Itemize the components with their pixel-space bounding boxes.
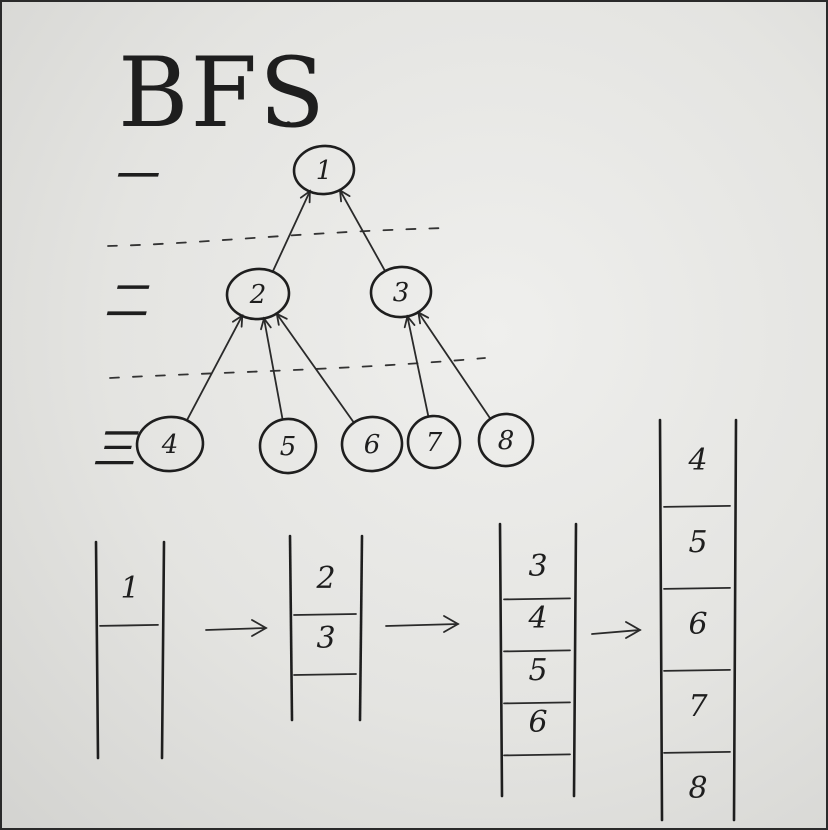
arrow-stage-3-to-4 [591,621,642,639]
level-separators [107,227,486,379]
tree-edge-2-5 [260,316,284,421]
tree-edge-1-3 [338,188,386,272]
arrow-stage-1-to-2 [205,619,268,637]
tree-node-1: 1 [292,144,356,196]
level-separator-2 [109,357,486,379]
queue-stage-1: 1 [94,540,166,760]
queue-right-wall [358,534,364,722]
tree-edges [185,188,492,424]
queue-left-wall [288,534,294,722]
level-markers: 一 二 三 [92,152,159,475]
queue-item: 7 [688,689,708,724]
page-title: BFS [118,37,327,149]
queue-left-wall [94,540,100,760]
queue-item: 5 [528,653,547,688]
queue-slot-divider [503,597,571,601]
queue-slot-divider [663,587,731,590]
queue-item: 4 [687,443,707,478]
tree-node-label: 1 [316,156,333,186]
queue-slot-divider [663,751,731,754]
queue-item: 1 [120,571,139,606]
level-mark-3: 三 [92,424,139,475]
tree-node-label: 3 [393,278,410,308]
queue-item: 3 [528,549,547,584]
queue-slot-divider [503,649,571,653]
tree-node-label: 2 [249,280,267,310]
queue-right-wall [572,522,578,798]
tree-node-label: 8 [498,426,515,456]
tree-node-2: 2 [225,267,291,321]
queue-right-wall [160,540,166,760]
queue-stage-4: 4 5 6 7 8 [658,418,738,822]
queue-slot-divider [663,505,731,508]
queue-left-wall [658,418,664,822]
queue-item: 2 [315,561,335,596]
tree-node-8: 8 [477,412,535,468]
tree-edge-3-8 [417,310,492,420]
level-mark-1: 一 [112,152,159,203]
queue-stage-3: 3 4 5 6 [498,522,578,798]
queue-item: 8 [688,771,707,806]
tree-node-7: 7 [406,414,462,470]
tree-node-3: 3 [369,265,433,319]
tree-node-4: 4 [135,415,205,473]
tree-edge-2-4 [185,313,244,422]
queue-right-wall [732,418,738,822]
queue-slot-divider [293,613,357,616]
queue-item: 6 [688,607,707,642]
tree-node-label: 7 [426,428,443,458]
tree-edge-3-7 [403,314,430,418]
tree-edge-1-2 [271,189,311,273]
queue-item: 5 [688,525,707,560]
queue-slot-divider [99,624,159,627]
queue-slot-divider [503,753,571,757]
tree-node-5: 5 [258,417,318,475]
queue-slot-divider [503,701,571,705]
queue-left-wall [498,522,504,798]
tree-node-6: 6 [340,415,404,473]
tree-nodes: 1 2 3 4 5 6 7 8 [135,144,535,475]
title-dot: . [282,90,297,136]
queue-transition-arrows [205,615,642,639]
level-mark-2: 二 [104,276,150,327]
queue-stage-2: 23 [288,534,364,722]
queue-item: 4 [527,601,547,636]
queue-slot-divider [293,673,357,676]
level-separator-1 [107,227,446,247]
tree-node-label: 5 [280,432,297,462]
queue-item: 6 [528,705,547,740]
tree-node-label: 4 [161,430,179,460]
queue-slot-divider [663,669,731,672]
tree-node-label: 6 [364,430,381,460]
arrow-stage-2-to-3 [385,615,460,633]
queue-item: 3 [316,621,335,656]
